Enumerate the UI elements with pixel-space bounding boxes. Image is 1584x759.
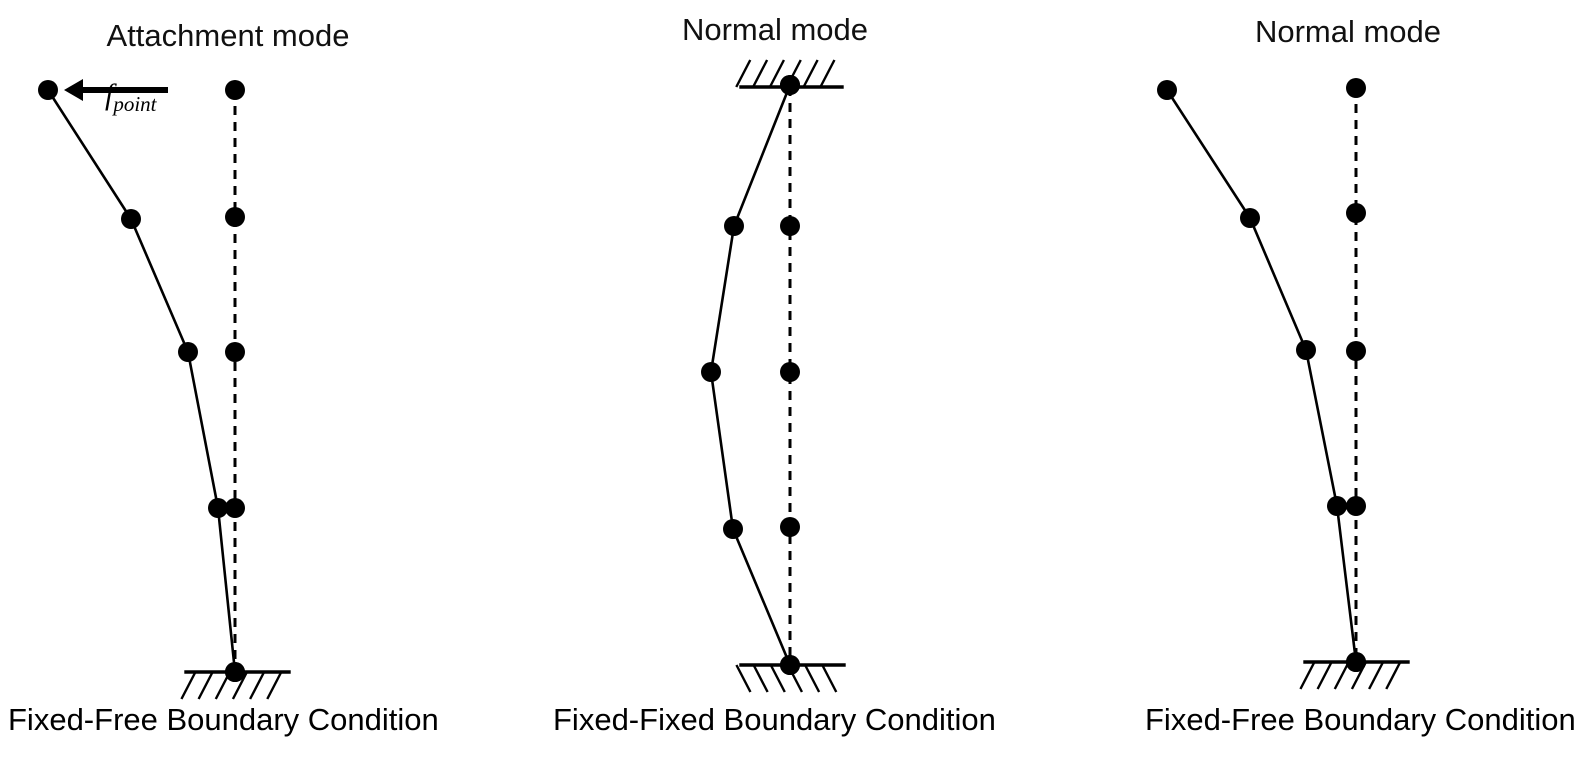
deformed-node — [38, 80, 58, 100]
deformed-node — [208, 498, 228, 518]
bottom-support-hatch-stroke — [769, 664, 786, 693]
top-support-hatch-stroke — [735, 59, 752, 88]
reference-node — [1346, 496, 1366, 516]
panel-title: Attachment mode — [107, 18, 350, 53]
top-support-hatch-stroke — [768, 59, 785, 88]
top-support-hatch-stroke — [802, 59, 819, 88]
top-support-hatch-stroke — [819, 59, 836, 88]
deformed-node — [121, 209, 141, 229]
boundary-condition-caption: Fixed-Free Boundary Condition — [8, 702, 439, 737]
bottom-support-hatch-stroke — [266, 671, 283, 700]
panel-title: Normal mode — [1255, 14, 1441, 49]
deformed-node — [1296, 340, 1316, 360]
reference-node — [1346, 341, 1366, 361]
deformed-node — [723, 519, 743, 539]
deformed-node — [780, 75, 800, 95]
bottom-support-hatch-stroke — [752, 664, 769, 693]
deformed-node — [1346, 652, 1366, 672]
reference-node — [780, 517, 800, 537]
boundary-condition-caption: Fixed-Free Boundary Condition — [1145, 702, 1576, 737]
bottom-support-hatch-stroke — [821, 664, 838, 693]
reference-node — [225, 342, 245, 362]
reference-node — [225, 207, 245, 227]
deformed-shape-curve — [1165, 88, 1358, 664]
bottom-support-hatch-stroke — [1316, 661, 1333, 690]
force-label-subscript: point — [111, 92, 157, 116]
deformed-shape-curve — [709, 83, 792, 667]
bottom-support-hatch-stroke — [735, 664, 752, 693]
boundary-condition-caption: Fixed-Fixed Boundary Condition — [553, 702, 996, 737]
deformed-node — [1327, 496, 1347, 516]
deformed-node — [780, 655, 800, 675]
deformed-node — [701, 362, 721, 382]
bottom-support-hatch-stroke — [197, 671, 214, 700]
deformed-node — [724, 216, 744, 236]
reference-node — [1346, 203, 1366, 223]
deformed-node — [1240, 208, 1260, 228]
bottom-support-hatch-stroke — [1299, 661, 1316, 690]
reference-node — [225, 498, 245, 518]
reference-node — [225, 80, 245, 100]
deformed-node — [1157, 80, 1177, 100]
bottom-support-hatch-stroke — [1368, 661, 1385, 690]
deformed-node — [178, 342, 198, 362]
reference-node — [780, 216, 800, 236]
panel-title: Normal mode — [682, 12, 868, 47]
bottom-support-hatch-stroke — [1333, 661, 1350, 690]
force-label: fpoint — [105, 78, 158, 116]
bottom-support-hatch-stroke — [231, 671, 249, 700]
reference-node — [780, 362, 800, 382]
top-support-hatch-stroke — [752, 59, 769, 88]
bottom-support-hatch-stroke — [1385, 661, 1402, 690]
bottom-support-hatch-stroke — [804, 664, 821, 693]
deformed-node — [225, 662, 245, 682]
bottom-support-hatch-stroke — [180, 671, 197, 700]
deformed-shape-curve — [46, 88, 237, 674]
bottom-support-hatch-stroke — [249, 671, 266, 700]
reference-node — [1346, 78, 1366, 98]
force-arrow-head — [64, 79, 83, 101]
